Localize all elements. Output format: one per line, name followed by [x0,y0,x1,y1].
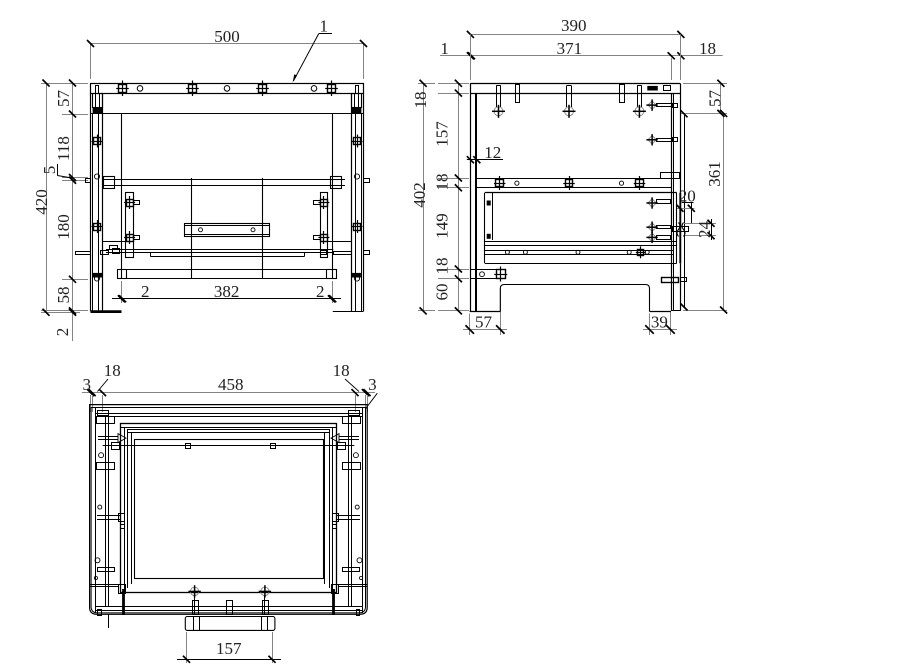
svg-text:2: 2 [316,282,325,301]
svg-text:57: 57 [475,313,493,332]
svg-text:57: 57 [706,90,725,108]
svg-text:157: 157 [216,639,242,658]
svg-text:390: 390 [561,16,587,35]
svg-text:39: 39 [651,313,668,332]
svg-text:18: 18 [699,39,716,58]
svg-text:371: 371 [557,39,583,58]
svg-text:361: 361 [705,161,724,187]
svg-text:12: 12 [484,143,501,162]
svg-text:458: 458 [218,375,244,394]
svg-text:18: 18 [333,361,350,380]
svg-text:382: 382 [214,282,240,301]
svg-text:149: 149 [433,213,452,239]
svg-text:58: 58 [54,287,73,304]
svg-text:57: 57 [54,90,73,108]
svg-text:5: 5 [40,166,59,175]
svg-text:2: 2 [53,328,72,337]
svg-text:2: 2 [141,282,150,301]
svg-text:18: 18 [433,258,452,275]
svg-text:180: 180 [54,214,73,240]
svg-text:18: 18 [433,174,452,191]
svg-text:18: 18 [411,92,430,109]
svg-text:24: 24 [695,221,714,239]
svg-text:60: 60 [433,284,452,301]
svg-text:118: 118 [54,136,73,161]
svg-text:1: 1 [440,39,449,58]
svg-text:20: 20 [679,187,696,206]
svg-text:3: 3 [82,375,91,394]
svg-text:402: 402 [410,182,429,208]
svg-text:157: 157 [433,121,452,147]
svg-text:3: 3 [368,375,377,394]
svg-text:1: 1 [319,17,328,36]
svg-text:500: 500 [214,27,240,46]
svg-text:420: 420 [32,189,51,215]
svg-text:18: 18 [104,361,121,380]
